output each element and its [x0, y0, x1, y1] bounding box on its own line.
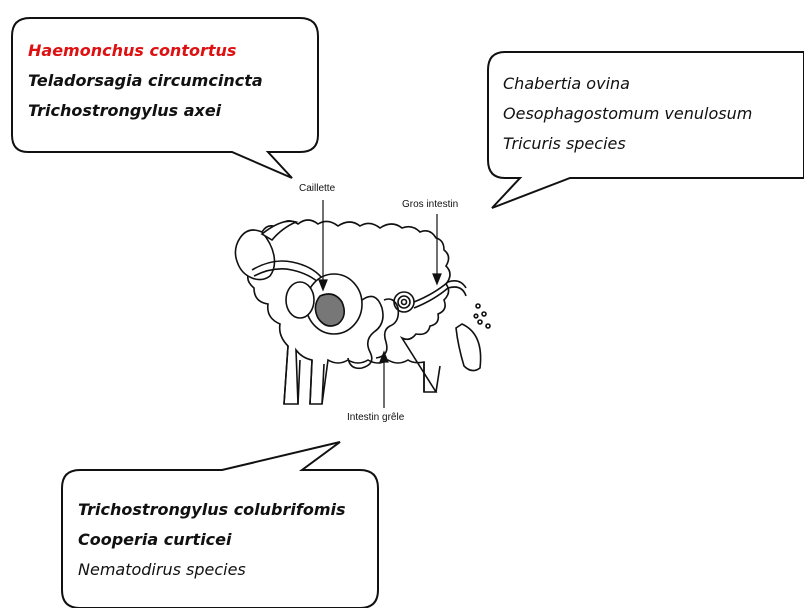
stomach-species-list: Haemonchus contortus Teladorsagia circum…: [28, 36, 263, 126]
species-chabertia: Chabertia ovina: [503, 69, 752, 99]
label-caillette: Caillette: [299, 183, 335, 194]
sheep-illustration: [235, 220, 490, 404]
label-gros-intestin: Gros intestin: [402, 199, 458, 210]
species-trichostrongylus-colubriformis: Trichostrongylus colubrifomis: [78, 495, 346, 525]
species-oesophagostomum: Oesophagostomum venulosum: [503, 99, 752, 129]
species-haemonchus: Haemonchus contortus: [28, 36, 263, 66]
small-intestine-species-list: Trichostrongylus colubrifomis Cooperia c…: [78, 495, 346, 585]
species-tricuris: Tricuris species: [503, 129, 752, 159]
large-intestine-species-list: Chabertia ovina Oesophagostomum venulosu…: [503, 69, 752, 159]
species-trichostrongylus-axei: Trichostrongylus axei: [28, 96, 263, 126]
sheep-tail: [456, 324, 481, 371]
species-nematodirus: Nematodirus species: [78, 555, 346, 585]
label-intestin-grele: Intestin grêle: [347, 412, 404, 423]
species-cooperia: Cooperia curticei: [78, 525, 346, 555]
species-teladorsagia: Teladorsagia circumcincta: [28, 66, 263, 96]
abomasum: [315, 294, 344, 326]
